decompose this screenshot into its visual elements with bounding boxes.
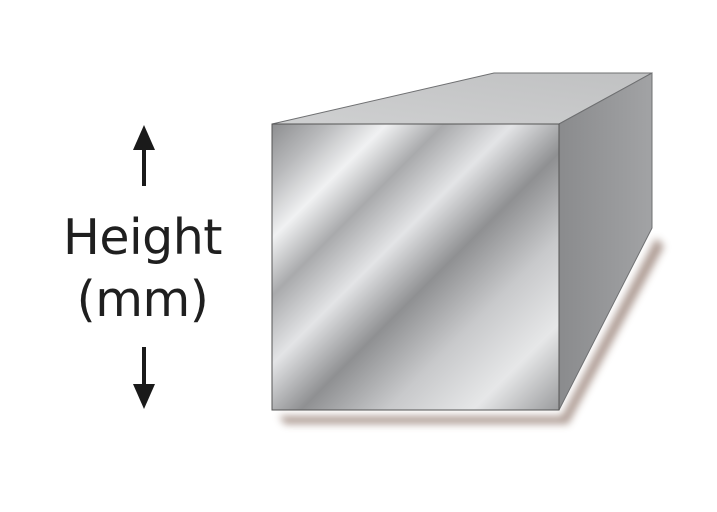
unit-label: (mm): [76, 271, 209, 328]
height-label: Height: [63, 209, 222, 266]
arrow-down-icon: [133, 347, 155, 409]
bar-front-face: [271, 123, 560, 411]
bar-side-face: [558, 72, 653, 411]
arrow-up-icon: [133, 125, 155, 186]
